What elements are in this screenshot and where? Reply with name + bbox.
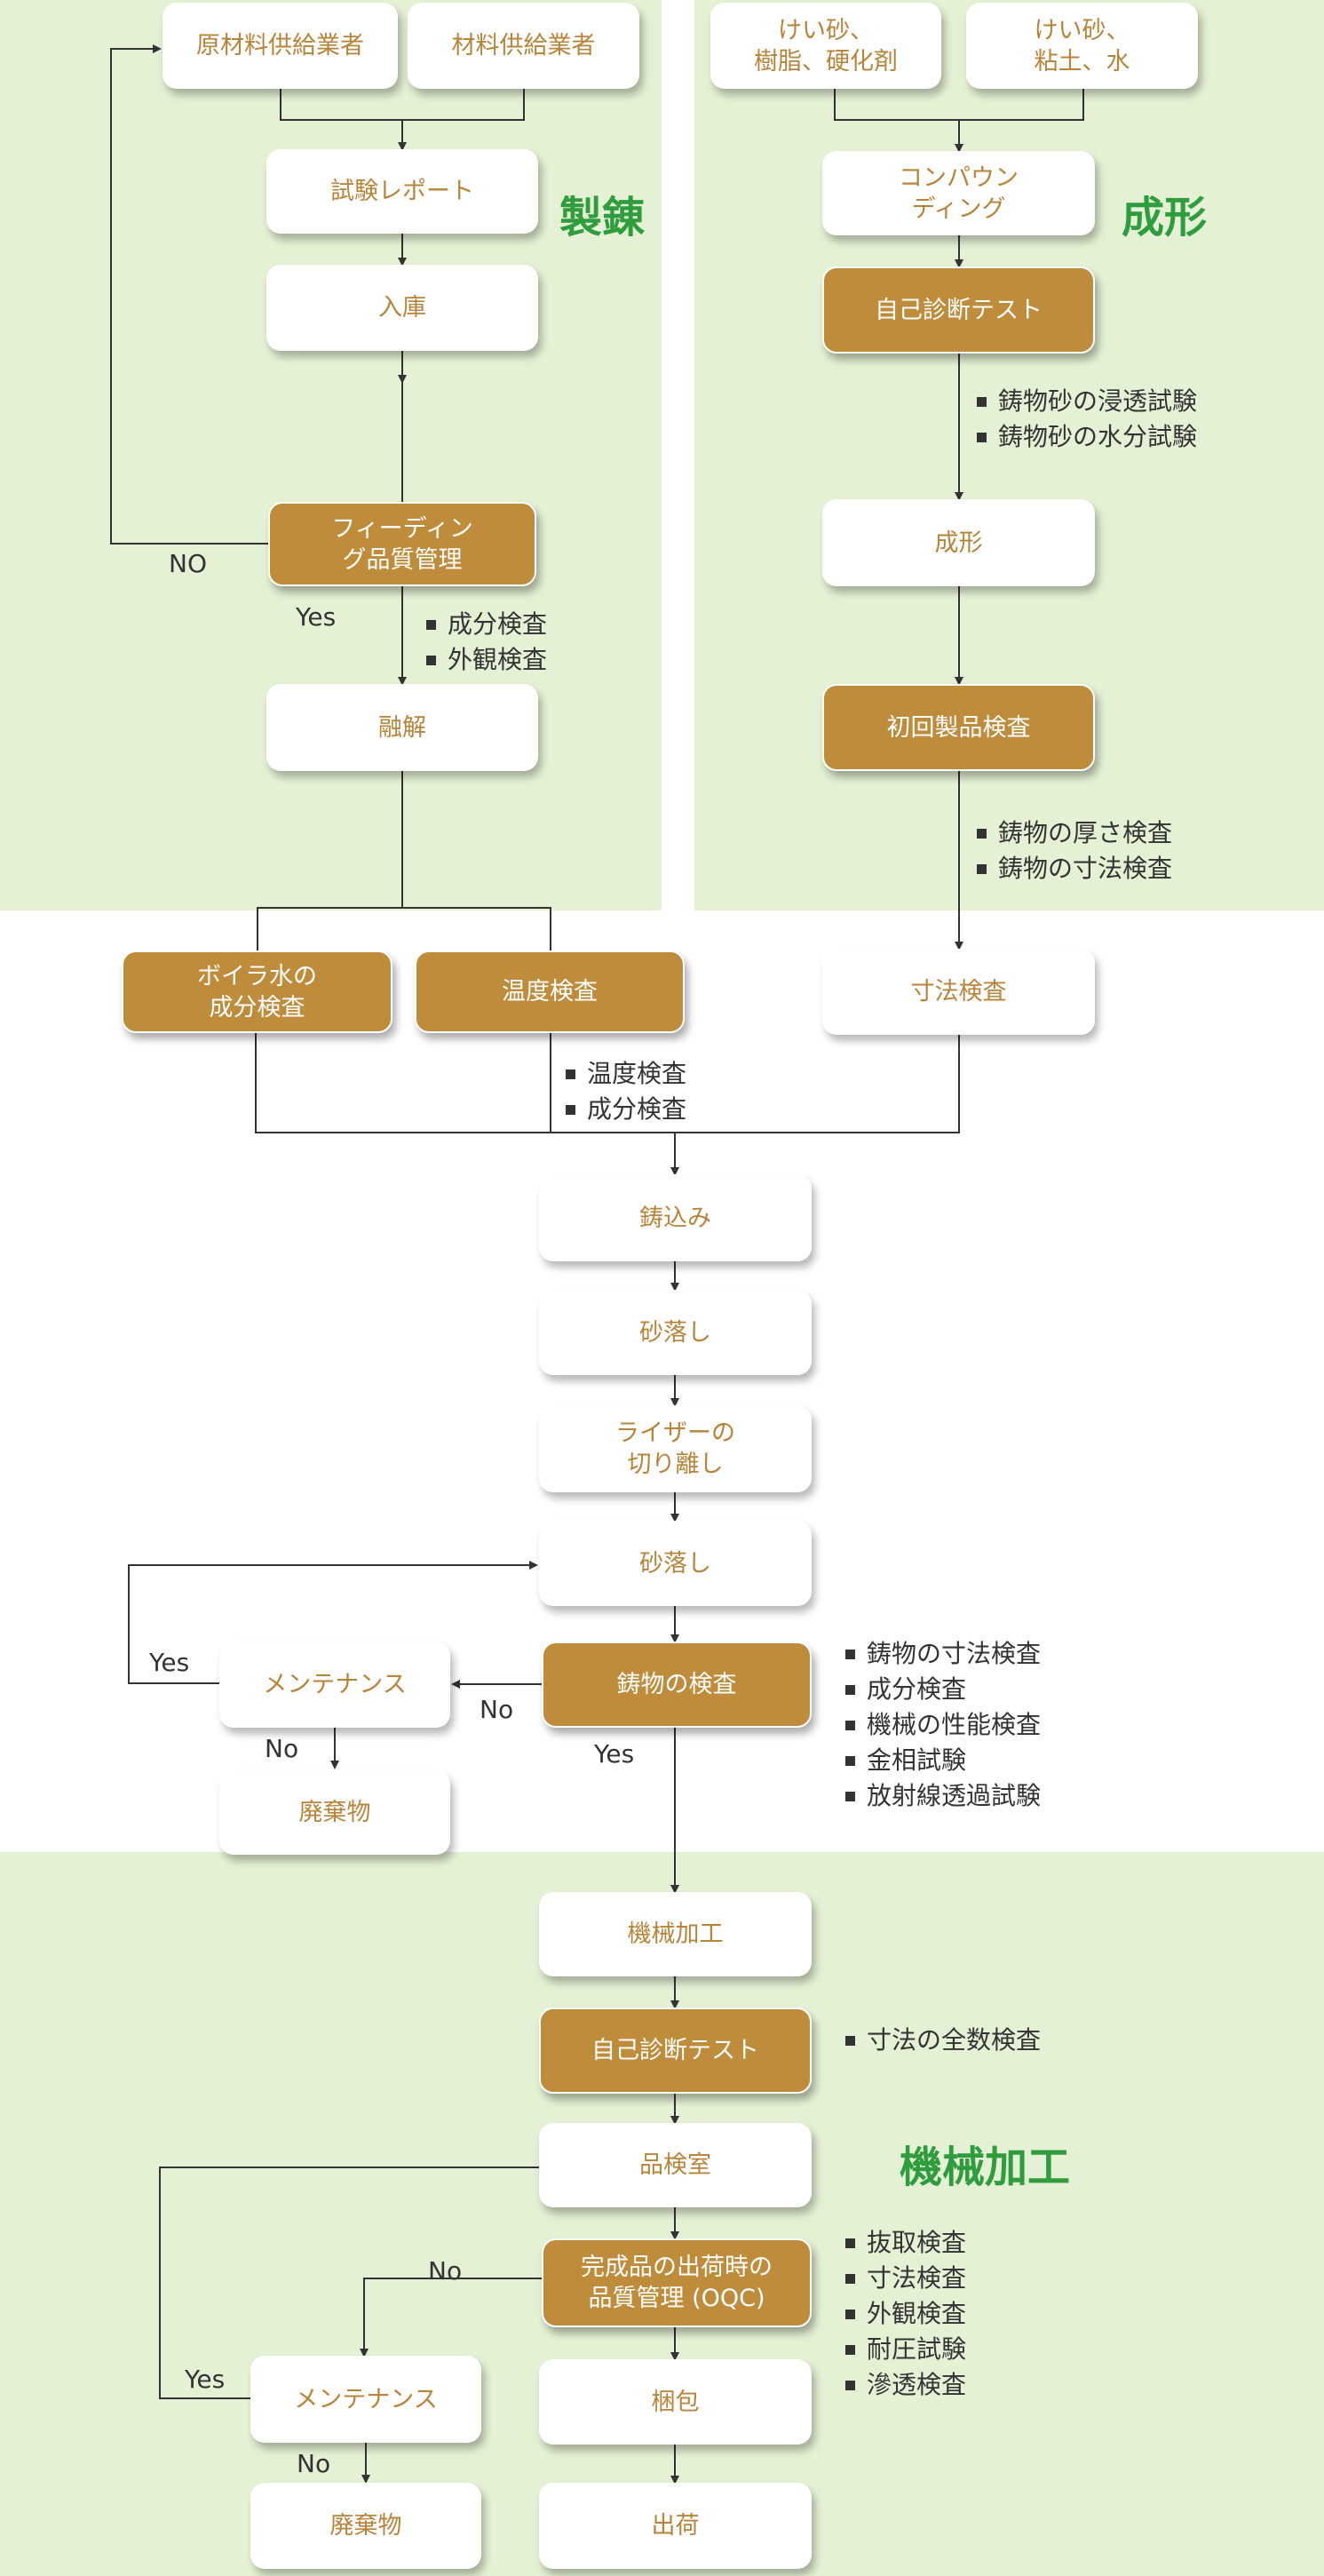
boiler-water-box: ボイラ水の 成分検査 (122, 950, 392, 1033)
shipping-box: 出荷 (539, 2483, 812, 2569)
bullet-item: 外観検査 (845, 2296, 966, 2332)
arrow (360, 2278, 542, 2357)
bullet-item: 耐圧試験 (845, 2332, 966, 2367)
bullet-item: 鋳物の寸法検査 (977, 851, 1172, 886)
self-test-box-2: 自己診断テスト (539, 2008, 812, 2094)
casting-yes-label: Yes (594, 1739, 635, 1769)
raw-supplier-box: 原材料供給業者 (163, 3, 398, 89)
shakeout-box-2: 砂落し (539, 1521, 812, 1606)
oqc-box: 完成品の出荷時の 品質管理 (OQC) (542, 2238, 812, 2327)
silica-resin-box: けい砂、 樹脂、硬化剤 (710, 3, 941, 89)
maint2-yes-label: Yes (185, 2365, 226, 2394)
bullet-item: 温度検査 (566, 1056, 686, 1092)
packing-box: 梱包 (539, 2359, 812, 2445)
feeding-no-label: NO (169, 549, 207, 578)
bullet-item: 鋳物砂の浸透試験 (977, 384, 1197, 419)
scrap-box-1: 廃棄物 (219, 1770, 450, 1855)
scrap-box-2: 廃棄物 (250, 2483, 481, 2569)
machining-tests-list: 寸法の全数検査 (845, 2023, 1041, 2058)
bullet-item: 鋳物の寸法検査 (845, 1636, 1041, 1672)
section-title-machining: 機械加工 (900, 2143, 1071, 2192)
maintenance-box-1: メンテナンス (219, 1642, 450, 1728)
first-article-tests-list: 鋳物の厚さ検査 鋳物の寸法検査 (977, 815, 1172, 886)
pouring-box: 鋳込み (539, 1174, 812, 1261)
arrow (110, 44, 268, 545)
dimension-check-box: 寸法検査 (822, 949, 1095, 1035)
bullet-item: 機械の性能検査 (845, 1707, 1041, 1743)
connector (257, 771, 403, 950)
material-supplier-box: 材料供給業者 (408, 3, 639, 89)
qc-room-box: 品検室 (539, 2123, 812, 2207)
receiving-box: 入庫 (266, 265, 538, 351)
feeding-qc-box: フィーディン グ品質管理 (268, 502, 536, 586)
section-title-molding: 成形 (1122, 193, 1208, 242)
connector (280, 89, 525, 121)
oqc-no-label: No (428, 2256, 463, 2286)
casting-no-label: No (480, 1695, 514, 1724)
bullet-item: 金相試験 (845, 1743, 1041, 1778)
maint2-no-label: No (297, 2449, 331, 2478)
shakeout-box-1: 砂落し (539, 1290, 812, 1375)
melting-box: 融解 (266, 684, 538, 771)
connector (159, 2167, 539, 2399)
bullet-item: 成分検査 (426, 607, 547, 642)
bullet-item: 滲透検査 (845, 2367, 966, 2403)
feeding-tests-list: 成分検査 外観検査 (426, 607, 547, 678)
bullet-item: 成分検査 (845, 1672, 1041, 1707)
section-title-melting: 製錬 (559, 193, 646, 242)
bullet-item: 外観検査 (426, 642, 547, 678)
molding-box: 成形 (822, 499, 1095, 586)
maint1-no-label: No (265, 1734, 299, 1763)
bullet-item: 寸法の全数検査 (845, 2023, 1041, 2058)
arrow (128, 1561, 538, 1684)
riser-cut-box: ライザーの 切り離し (539, 1405, 812, 1492)
oqc-tests-list: 抜取検査 寸法検査 外観検査 耐圧試験 滲透検査 (845, 2225, 966, 2403)
sand-tests-list: 鋳物砂の浸透試験 鋳物砂の水分試験 (977, 384, 1197, 455)
temp-check-box: 温度検査 (415, 950, 685, 1033)
bullet-item: 抜取検査 (845, 2225, 966, 2261)
test-report-box: 試験レポート (266, 149, 538, 234)
casting-tests-list: 鋳物の寸法検査 成分検査 機械の性能検査 金相試験 放射線透過試験 (845, 1636, 1041, 1814)
maintenance-box-2: メンテナンス (250, 2356, 481, 2443)
bullet-item: 鋳物の厚さ検査 (977, 815, 1172, 851)
casting-inspection-box: 鋳物の検査 (542, 1642, 812, 1728)
bullet-item: 放射線透過試験 (845, 1778, 1041, 1814)
silica-clay-box: けい砂、 粘土、水 (966, 3, 1198, 89)
connector (834, 89, 1084, 121)
bullet-item: 鋳物砂の水分試験 (977, 419, 1197, 455)
self-test-box-1: 自己診断テスト (822, 266, 1095, 354)
bullet-item: 寸法検査 (845, 2261, 966, 2296)
feeding-yes-label: Yes (296, 602, 337, 632)
casting-yes-loop-label: Yes (149, 1648, 190, 1677)
melt-tests-list: 温度検査 成分検査 (566, 1056, 686, 1127)
first-article-box: 初回製品検査 (822, 684, 1095, 771)
connector (255, 1033, 960, 1133)
connector (402, 907, 551, 950)
compounding-box: コンパウン ディング (822, 151, 1095, 235)
machining-box: 機械加工 (539, 1892, 812, 1976)
bullet-item: 成分検査 (566, 1092, 686, 1127)
